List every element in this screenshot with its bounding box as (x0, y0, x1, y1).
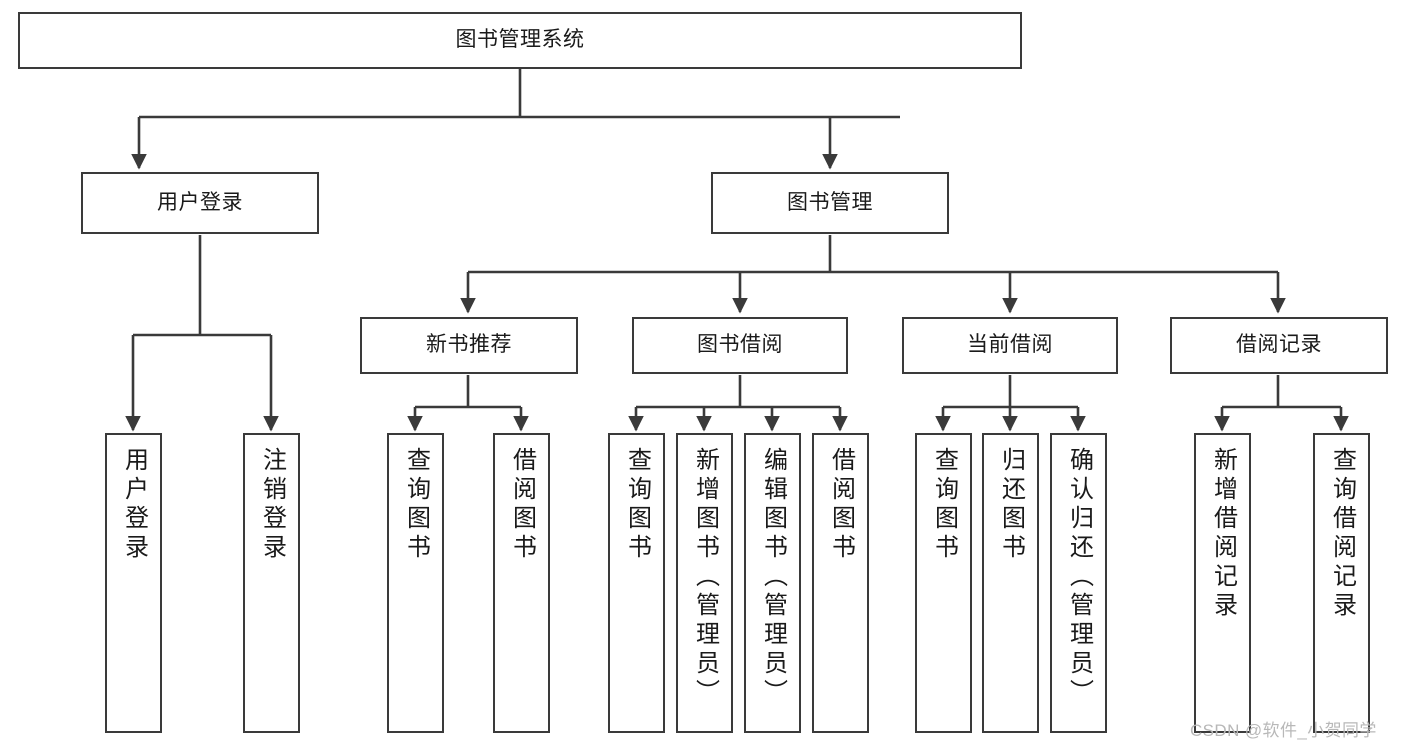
node-root-book-management-system[interactable]: 图书管理系统 (18, 12, 1022, 69)
leaf-new-book-borrow-book[interactable]: 借阅图书 (493, 433, 550, 733)
node-label: 归还图书 (997, 447, 1025, 563)
leaf-book-borrow-add-book-admin[interactable]: 新增图书（管理员） (676, 433, 733, 733)
node-label: 查询图书 (930, 447, 958, 563)
node-label: 图书借阅 (697, 333, 783, 357)
node-label: 用户登录 (157, 190, 243, 214)
leaf-book-borrow-borrow-book[interactable]: 借阅图书 (812, 433, 869, 733)
leaf-new-book-query-book[interactable]: 查询图书 (387, 433, 444, 733)
node-label: 新增借阅记录 (1209, 447, 1237, 621)
node-label: 确认归还（管理员） (1065, 447, 1093, 708)
node-book-borrow[interactable]: 图书借阅 (632, 317, 848, 374)
node-label: 查询图书 (623, 447, 651, 563)
node-label: 查询图书 (402, 447, 430, 563)
leaf-book-borrow-edit-book-admin[interactable]: 编辑图书（管理员） (744, 433, 801, 733)
node-new-book-recommend[interactable]: 新书推荐 (360, 317, 578, 374)
node-borrow-record[interactable]: 借阅记录 (1170, 317, 1388, 374)
node-label: 借阅记录 (1236, 333, 1322, 357)
node-label: 借阅图书 (508, 447, 536, 563)
node-label: 注销登录 (258, 447, 286, 563)
leaf-user-login-login[interactable]: 用户登录 (105, 433, 162, 733)
node-label: 编辑图书（管理员） (759, 447, 787, 708)
node-label: 当前借阅 (967, 333, 1053, 357)
node-label: 查询借阅记录 (1328, 447, 1356, 621)
node-book-management[interactable]: 图书管理 (711, 172, 949, 234)
node-label: 图书管理 (787, 190, 873, 214)
node-label: 图书管理系统 (455, 28, 585, 52)
leaf-book-borrow-query-book[interactable]: 查询图书 (608, 433, 665, 733)
leaf-borrow-record-query-record[interactable]: 查询借阅记录 (1313, 433, 1370, 733)
leaf-user-login-logout[interactable]: 注销登录 (243, 433, 300, 733)
node-label: 新书推荐 (426, 333, 512, 357)
leaf-current-borrow-return-book[interactable]: 归还图书 (982, 433, 1039, 733)
node-current-borrow[interactable]: 当前借阅 (902, 317, 1118, 374)
leaf-current-borrow-confirm-return-admin[interactable]: 确认归还（管理员） (1050, 433, 1107, 733)
node-user-login[interactable]: 用户登录 (81, 172, 319, 234)
leaf-current-borrow-query-book[interactable]: 查询图书 (915, 433, 972, 733)
node-label: 用户登录 (120, 447, 148, 563)
node-label: 新增图书（管理员） (691, 447, 719, 708)
node-label: 借阅图书 (827, 447, 855, 563)
leaf-borrow-record-add-record[interactable]: 新增借阅记录 (1194, 433, 1251, 733)
